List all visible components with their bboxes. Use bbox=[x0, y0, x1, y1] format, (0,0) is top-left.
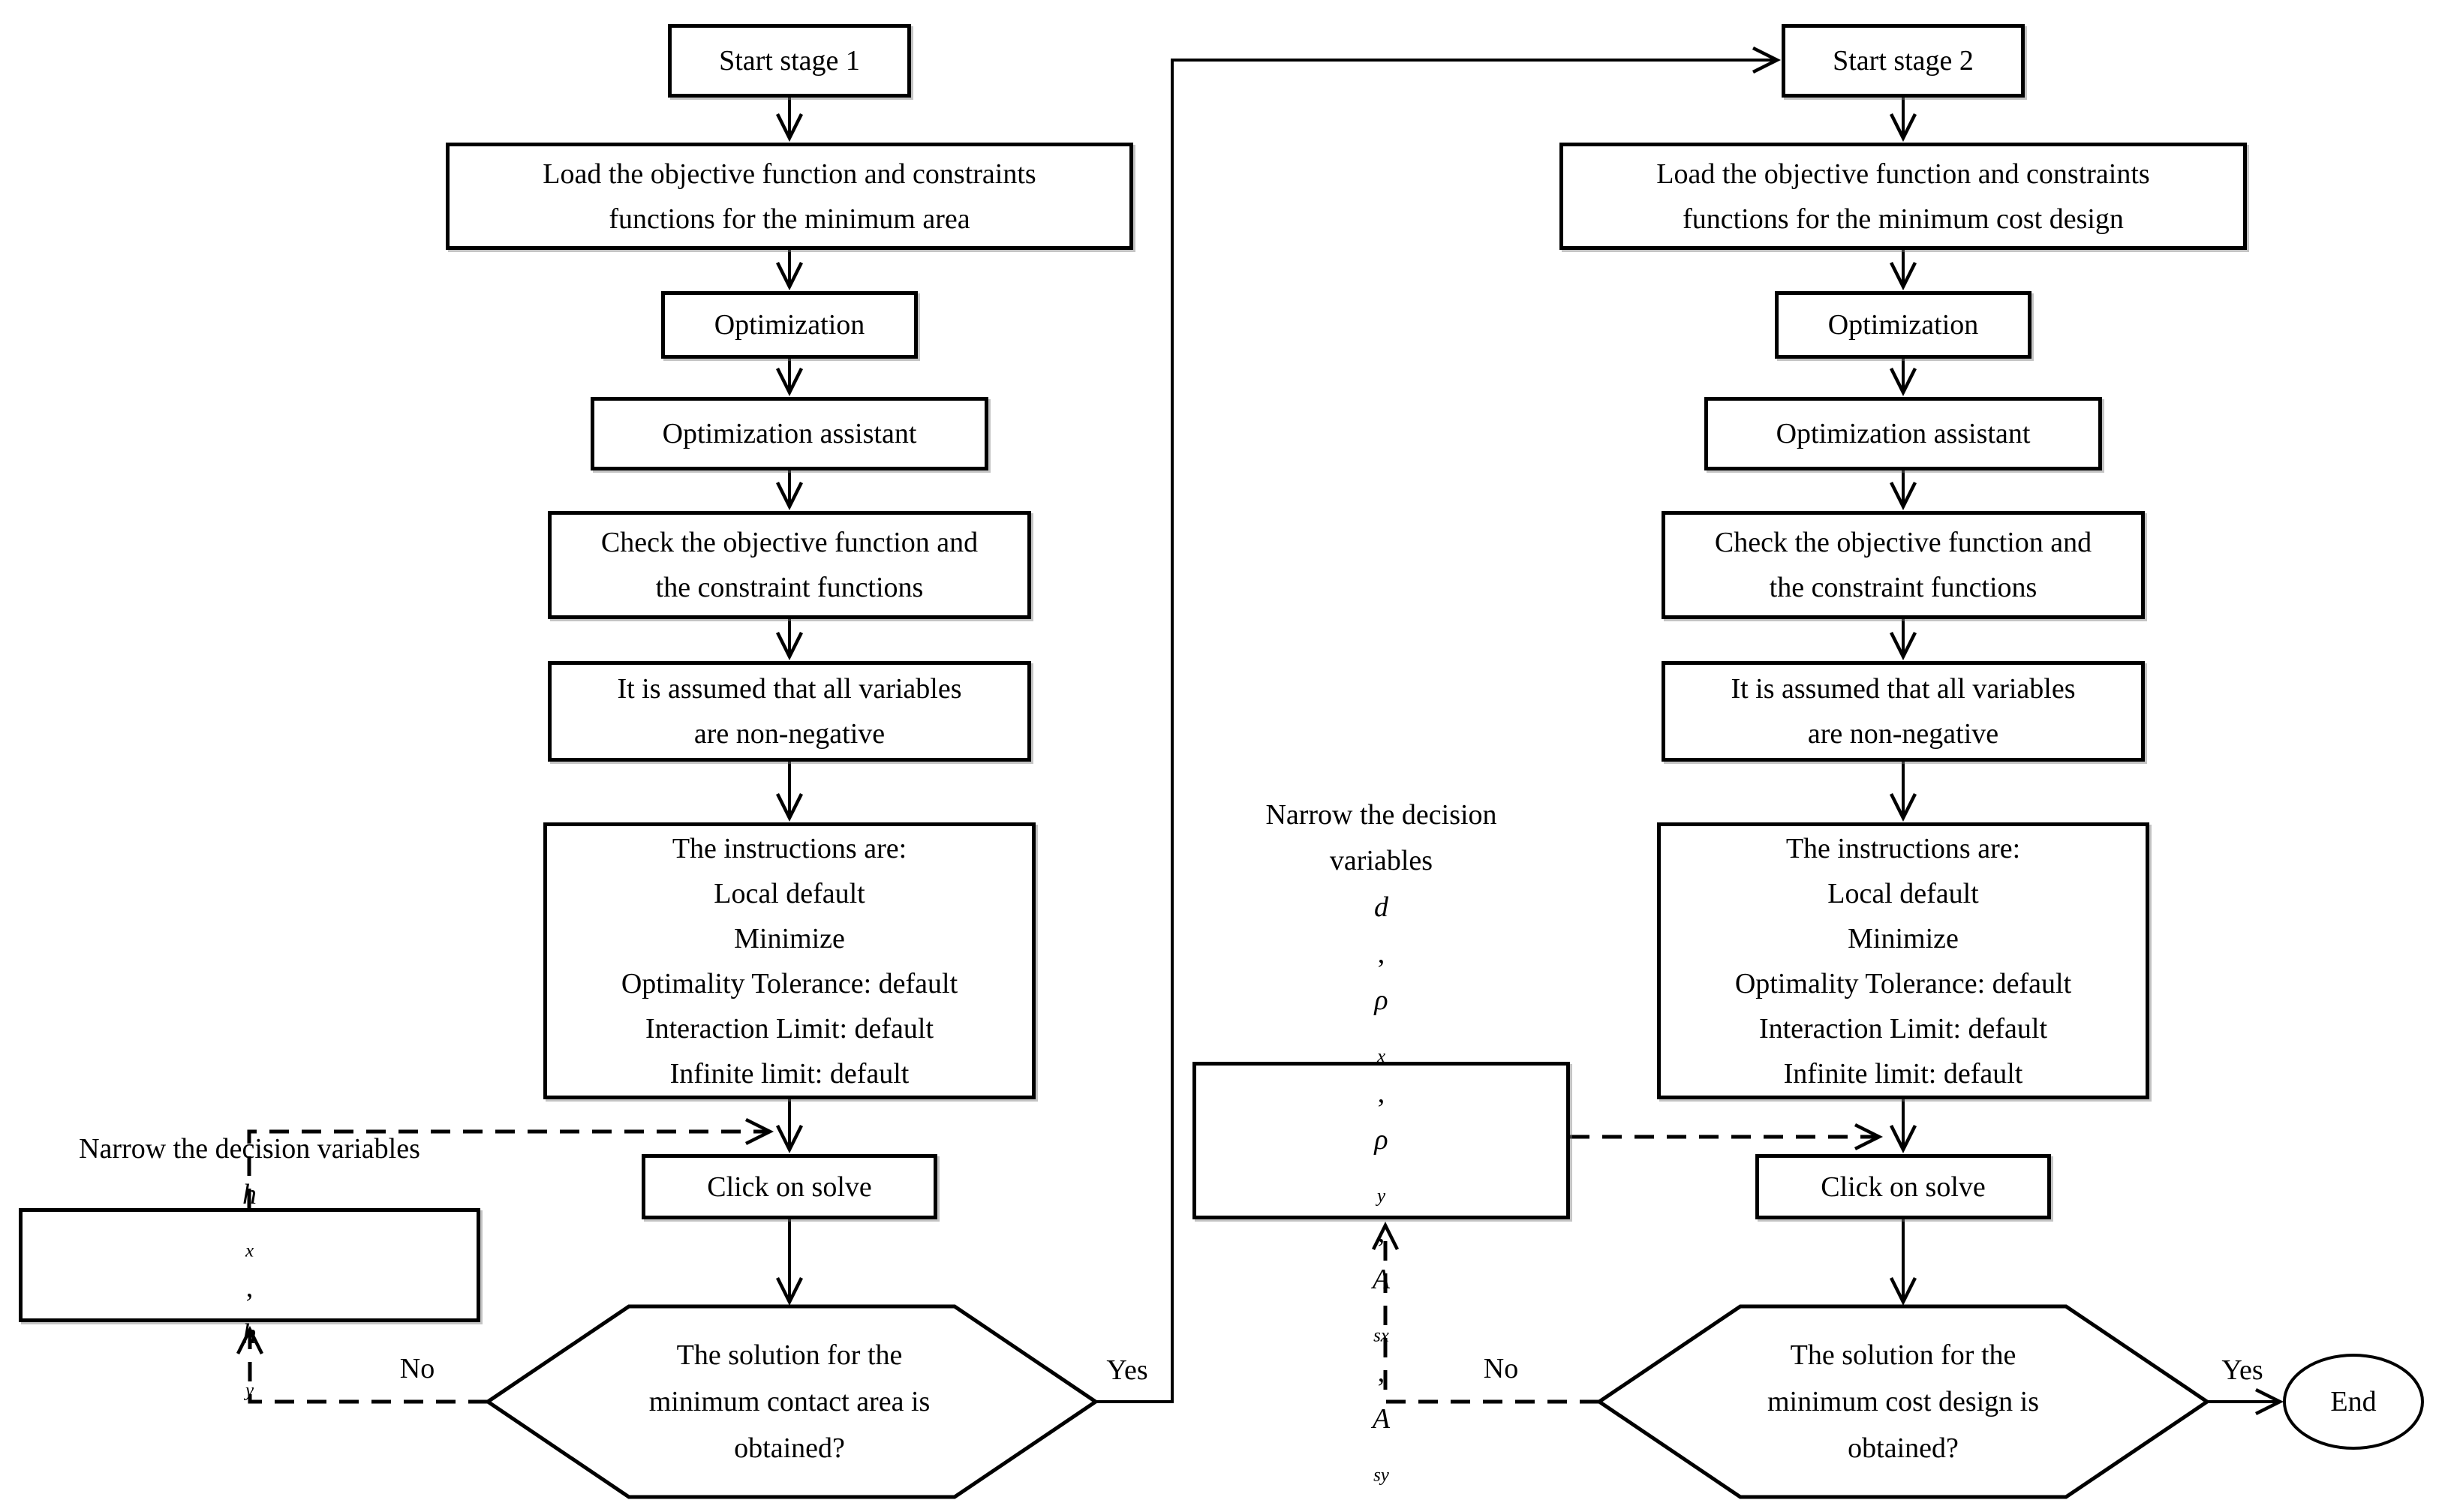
stage1-optimization-node: Optimization bbox=[661, 291, 918, 359]
stage1-decision-line: obtained? bbox=[734, 1432, 845, 1464]
stage1-start-label: Start stage 1 bbox=[719, 45, 860, 77]
stage1-decision-text: The solution for the minimum contact are… bbox=[510, 1306, 1069, 1497]
stage2-optimization-label: Optimization bbox=[1827, 309, 1979, 341]
stage2-check-node: Check the objective function and the con… bbox=[1662, 511, 2145, 619]
stage1-load-line: functions for the minimum area bbox=[609, 203, 970, 235]
dashed-arrow-stage1-no-to-narrow bbox=[236, 1325, 488, 1404]
stage1-yes-label: Yes bbox=[1106, 1354, 1148, 1386]
arrow-stage1-yes-to-stage2-start bbox=[1096, 46, 1782, 1403]
stage1-start-node: Start stage 1 bbox=[668, 24, 911, 98]
stage2-narrow-line: Narrow the decision bbox=[1265, 799, 1497, 831]
stage1-load-line: Load the objective function and constrai… bbox=[543, 158, 1036, 190]
stage2-decision-text: The solution for the minimum cost design… bbox=[1624, 1306, 2182, 1497]
stage1-decision-line: The solution for the bbox=[676, 1339, 903, 1371]
stage1-assumption-line: It is assumed that all variables bbox=[617, 673, 962, 705]
stage2-assistant-node: Optimization assistant bbox=[1704, 397, 2102, 470]
stage1-click-solve-node: Click on solve bbox=[642, 1154, 937, 1219]
stage2-instructions-line: Optimality Tolerance: default bbox=[1734, 967, 2072, 999]
stage2-no-label: No bbox=[1483, 1353, 1519, 1384]
stage2-optimization-node: Optimization bbox=[1775, 291, 2031, 359]
stage2-decision-line: minimum cost design is bbox=[1767, 1386, 2040, 1417]
stage2-load-line: Load the objective function and constrai… bbox=[1656, 158, 2150, 190]
stage1-assistant-node: Optimization assistant bbox=[591, 397, 988, 470]
stage2-assumption-line: It is assumed that all variables bbox=[1731, 673, 2076, 705]
stage1-narrow-line: Narrow the decision variables bbox=[79, 1133, 420, 1165]
dashed-arrow-stage2-no-to-narrow bbox=[1371, 1221, 1599, 1404]
stage1-instructions-line: Local default bbox=[714, 877, 865, 909]
stage1-assistant-label: Optimization assistant bbox=[662, 418, 917, 449]
dashed-arrow-stage1-narrow-to-click-solve bbox=[247, 1117, 774, 1208]
stage1-optimization-label: Optimization bbox=[714, 309, 865, 341]
stage2-yes-label: Yes bbox=[2221, 1354, 2263, 1386]
stage2-instructions-node: The instructions are: Local default Mini… bbox=[1657, 822, 2149, 1099]
stage2-instructions-line: Minimize bbox=[1848, 922, 1959, 954]
stage2-instructions-line: Interaction Limit: default bbox=[1758, 1012, 2048, 1045]
stage1-check-line: Check the objective function and bbox=[600, 527, 979, 558]
stage2-load-line: functions for the minimum cost design bbox=[1683, 203, 2124, 235]
stage1-decision-line: minimum contact area is bbox=[648, 1386, 931, 1417]
end-label: End bbox=[2330, 1386, 2377, 1417]
stage2-instructions-line: Infinite limit: default bbox=[1783, 1057, 2023, 1090]
stage1-check-node: Check the objective function and the con… bbox=[548, 511, 1031, 619]
stage2-decision-line: The solution for the bbox=[1790, 1339, 2016, 1371]
stage1-instructions-node: The instructions are: Local default Mini… bbox=[543, 822, 1036, 1099]
end-terminator-shape bbox=[2283, 1354, 2424, 1450]
stage1-instructions-line: The instructions are: bbox=[672, 832, 907, 864]
stage2-click-solve-label: Click on solve bbox=[1821, 1171, 1986, 1203]
stage2-check-line: the constraint functions bbox=[1769, 572, 2037, 603]
stage1-assumption-line: are non-negative bbox=[693, 718, 886, 750]
stage1-instructions-line: Minimize bbox=[734, 922, 845, 954]
stage2-instructions-line: The instructions are: bbox=[1785, 832, 2021, 864]
stage2-assistant-label: Optimization assistant bbox=[1776, 418, 2031, 449]
stage2-start-label: Start stage 2 bbox=[1833, 45, 1974, 77]
stage2-decision-line: obtained? bbox=[1848, 1432, 1959, 1464]
stage2-load-node: Load the objective function and constrai… bbox=[1559, 143, 2247, 250]
stage2-assumption-node: It is assumed that all variables are non… bbox=[1662, 661, 2145, 762]
stage1-instructions-line: Interaction Limit: default bbox=[645, 1012, 934, 1045]
stage1-check-line: the constraint functions bbox=[655, 572, 924, 603]
stage1-assumption-node: It is assumed that all variables are non… bbox=[548, 661, 1031, 762]
stage2-click-solve-node: Click on solve bbox=[1755, 1154, 2051, 1219]
stage2-instructions-line: Local default bbox=[1827, 877, 1979, 909]
stage2-start-node: Start stage 2 bbox=[1782, 24, 2025, 98]
stage2-assumption-line: are non-negative bbox=[1807, 718, 1999, 750]
stage1-instructions-line: Infinite limit: default bbox=[669, 1057, 910, 1090]
stage2-check-line: Check the objective function and bbox=[1714, 527, 2092, 558]
stage1-no-label: No bbox=[399, 1353, 435, 1384]
stage1-load-node: Load the objective function and constrai… bbox=[446, 143, 1133, 250]
stage1-click-solve-label: Click on solve bbox=[707, 1171, 872, 1203]
stage1-instructions-line: Optimality Tolerance: default bbox=[621, 967, 958, 999]
